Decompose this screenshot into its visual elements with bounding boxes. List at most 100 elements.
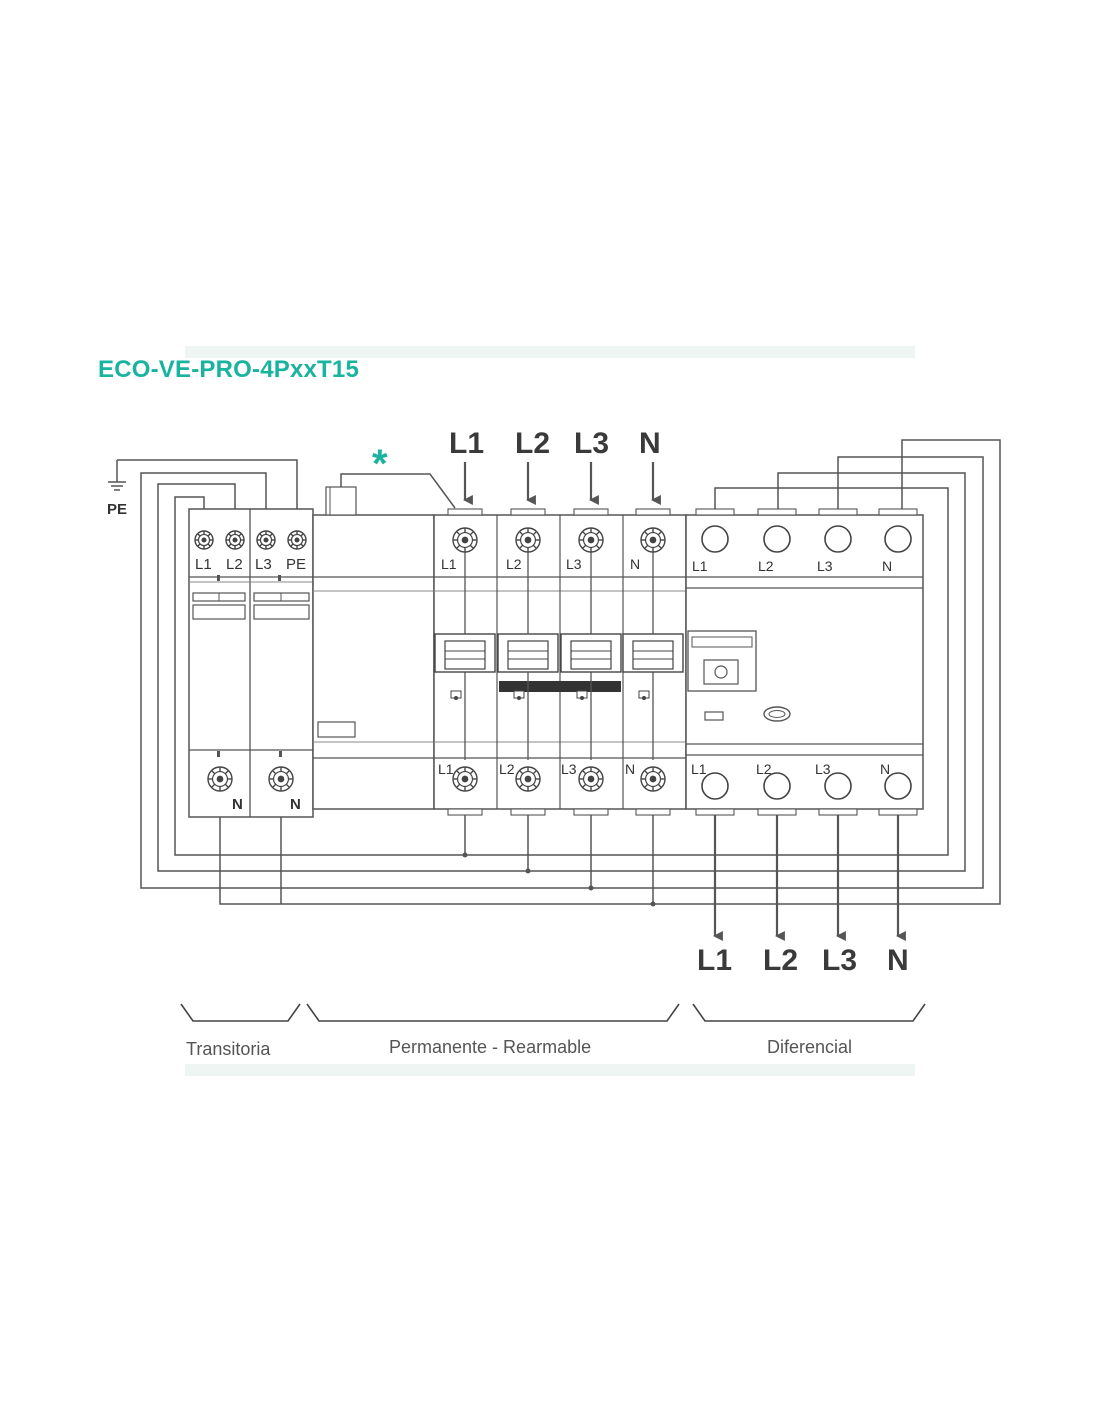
dif-bottom-tab-2 xyxy=(818,808,858,816)
perm-lever-2 xyxy=(560,551,622,760)
perm-bottom-label-l3: L3 xyxy=(561,761,577,777)
input-label-l3: L3 xyxy=(574,427,609,460)
dif-bottom-label-l2: L2 xyxy=(756,761,772,777)
perm-bottom-screw-2 xyxy=(578,766,604,792)
input-label-l1: L1 xyxy=(449,427,484,460)
asterisk-wire xyxy=(340,473,456,509)
diferencial-module xyxy=(685,514,924,810)
perm-top-screw-0 xyxy=(452,527,478,553)
dif-top-hole-2 xyxy=(824,525,852,553)
perm-bottom-screw-3 xyxy=(640,766,666,792)
perm-top-tab-1 xyxy=(510,508,546,516)
dif-top-hole-3 xyxy=(884,525,912,553)
section-label-permanente: Permanente - Rearmable xyxy=(389,1037,591,1057)
dif-bottom-label-l3: L3 xyxy=(815,761,831,777)
diagram-title: ECO-VE-PRO-4PxxT15 xyxy=(98,356,360,383)
section-braces xyxy=(180,1003,926,1022)
perm-top-tab-3 xyxy=(635,508,671,516)
dif-top-hole-0 xyxy=(701,525,729,553)
bottom-band xyxy=(185,1064,915,1076)
diferencial-top-terminals xyxy=(695,508,918,553)
perm-lever-3 xyxy=(622,551,684,760)
transitoria-module xyxy=(188,508,314,818)
perm-bottom-label-l1: L1 xyxy=(438,761,454,777)
dif-top-label-l1: L1 xyxy=(692,558,708,574)
dif-bottom-label-n: N xyxy=(880,761,890,777)
perm-top-screw-1 xyxy=(515,527,541,553)
dif-bottom-hole-1 xyxy=(763,772,791,800)
pe-label: PE xyxy=(107,501,127,518)
dif-top-tab-2 xyxy=(818,508,858,516)
dif-bottom-hole-2 xyxy=(824,772,852,800)
perm-bottom-tab-0 xyxy=(447,808,483,816)
perm-top-screw-3 xyxy=(640,527,666,553)
dif-top-label-n: N xyxy=(882,558,892,574)
trans-top-label-pe: PE xyxy=(286,556,306,573)
perm-top-label-n: N xyxy=(630,556,640,572)
dif-bottom-tab-3 xyxy=(878,808,918,816)
perm-lever-0 xyxy=(434,551,496,760)
input-label-n: N xyxy=(639,427,661,460)
input-label-l2: L2 xyxy=(515,427,550,460)
transitoria-bottom-terminals xyxy=(207,766,294,792)
perm-bus-junction-2 xyxy=(588,885,594,891)
trans-top-label-l1: L1 xyxy=(195,556,212,573)
diferencial-bottom-terminals xyxy=(695,772,918,816)
dif-top-tab-3 xyxy=(878,508,918,516)
perm-bottom-tab-3 xyxy=(635,808,671,816)
section-label-transitoria: Transitoria xyxy=(186,1039,271,1059)
trans-bottom-label-n1: N xyxy=(232,796,243,813)
dif-bottom-tab-0 xyxy=(695,808,735,816)
ground-icon xyxy=(108,460,126,491)
perm-bottom-tab-1 xyxy=(510,808,546,816)
section-label-diferencial: Diferencial xyxy=(767,1037,852,1057)
top-band xyxy=(185,346,915,358)
trans-top-label-l3: L3 xyxy=(255,556,272,573)
pe-wiring xyxy=(117,439,1001,905)
perm-top-label-l2: L2 xyxy=(506,556,522,572)
trans-top-screw-3 xyxy=(287,530,307,550)
internal-wiring xyxy=(462,815,656,907)
perm-bottom-screw-0 xyxy=(452,766,478,792)
output-label-l3: L3 xyxy=(822,944,857,977)
dif-top-label-l3: L3 xyxy=(817,558,833,574)
output-label-l1: L1 xyxy=(697,944,732,977)
perm-lever-1 xyxy=(497,551,559,760)
perm-top-label-l3: L3 xyxy=(566,556,582,572)
permanente-levers xyxy=(434,551,684,760)
input-arrows xyxy=(463,462,661,505)
trans-bottom-screw-0 xyxy=(207,766,233,792)
perm-bottom-label-l2: L2 xyxy=(499,761,515,777)
permanente-top-terminals xyxy=(447,508,671,553)
auxiliary-module xyxy=(312,486,435,810)
perm-top-label-l1: L1 xyxy=(441,556,457,572)
trans-bottom-screw-1 xyxy=(268,766,294,792)
trans-top-screw-2 xyxy=(256,530,276,550)
perm-bottom-screw-1 xyxy=(515,766,541,792)
asterisk-note: * xyxy=(372,442,388,486)
dif-bottom-tab-1 xyxy=(757,808,797,816)
perm-top-tab-0 xyxy=(447,508,483,516)
output-label-n: N xyxy=(887,944,909,977)
perm-bottom-tab-2 xyxy=(573,808,609,816)
perm-bus-junction-0 xyxy=(462,852,468,858)
dif-top-hole-1 xyxy=(763,525,791,553)
perm-top-screw-2 xyxy=(578,527,604,553)
trans-bottom-label-n2: N xyxy=(290,796,301,813)
perm-top-tab-2 xyxy=(573,508,609,516)
output-arrows xyxy=(713,815,906,941)
dif-top-label-l2: L2 xyxy=(758,558,774,574)
dif-bottom-hole-3 xyxy=(884,772,912,800)
dif-top-tab-1 xyxy=(757,508,797,516)
trans-top-label-l2: L2 xyxy=(226,556,243,573)
dif-bottom-label-l1: L1 xyxy=(691,761,707,777)
trans-top-screw-0 xyxy=(194,530,214,550)
output-label-l2: L2 xyxy=(763,944,798,977)
transitoria-top-terminals xyxy=(194,530,307,550)
dif-bottom-hole-0 xyxy=(701,772,729,800)
trans-top-screw-1 xyxy=(225,530,245,550)
perm-bus-junction-1 xyxy=(525,868,531,874)
perm-bus-junction-3 xyxy=(650,901,656,907)
